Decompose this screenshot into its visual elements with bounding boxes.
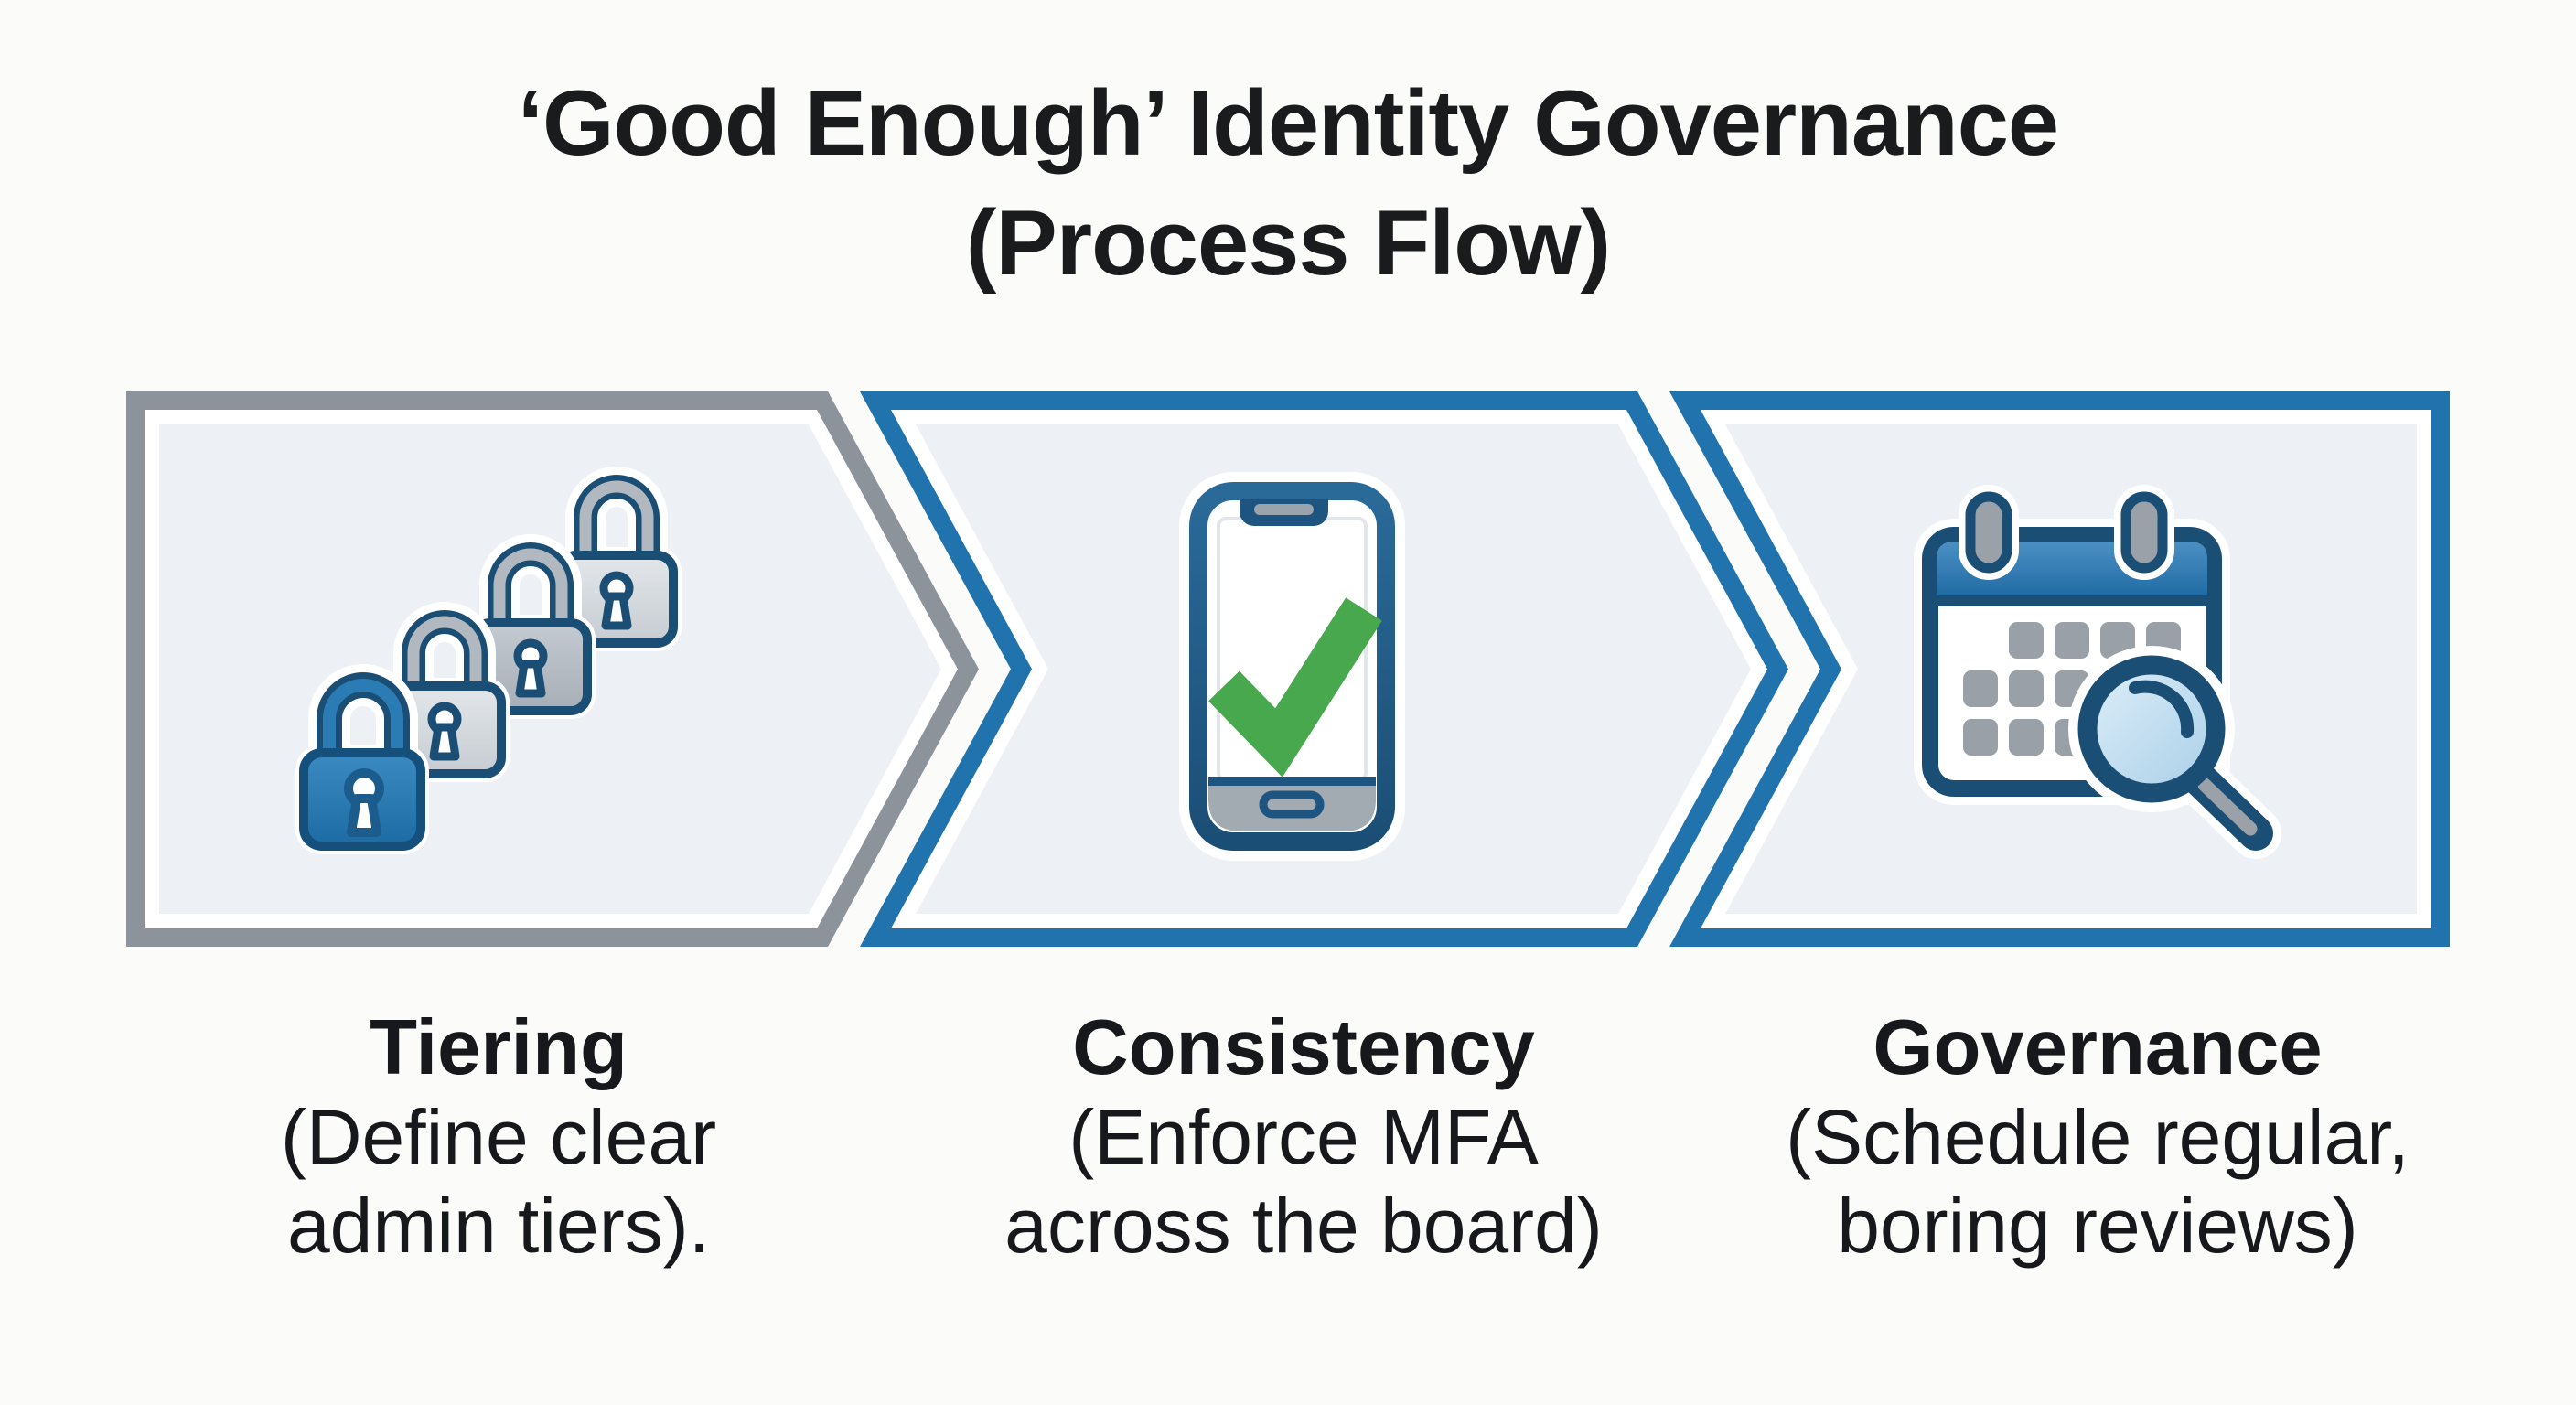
phone-mfa-check-icon [1179, 472, 1405, 861]
padlock-1-blue [295, 664, 429, 854]
page-title-line1: ‘Good Enough’ Identity Governance [517, 72, 2059, 175]
step2-desc-line2: across the board) [1004, 1183, 1603, 1269]
step2-desc-line1: (Enforce MFA [1068, 1094, 1539, 1180]
step2-name: Consistency [1072, 1004, 1535, 1091]
page-title: ‘Good Enough’ Identity Governance (Proce… [0, 64, 2576, 304]
calendar-review-icon [1914, 485, 2281, 859]
magnifier-icon [2068, 646, 2281, 859]
step1-desc-line2: admin tiers). [286, 1183, 711, 1269]
padlock-tiers-icon [295, 467, 682, 854]
phone-home-button [1259, 790, 1325, 819]
label-tiering: Tiering (Define clear admin tiers). [128, 1003, 869, 1271]
calendar-posts [1959, 485, 2174, 580]
step1-desc-line1: (Define clear [280, 1094, 717, 1180]
step3-name: Governance [1873, 1004, 2323, 1091]
label-consistency: Consistency (Enforce MFA across the boar… [933, 1003, 1674, 1271]
check-icon [1208, 597, 1382, 778]
step3-desc-line2: boring reviews) [1837, 1183, 2358, 1269]
step-labels: Tiering (Define clear admin tiers). Cons… [0, 1003, 2576, 1304]
page-title-line2: (Process Flow) [965, 192, 1611, 295]
label-governance: Governance (Schedule regular, boring rev… [1727, 1003, 2468, 1271]
step3-desc-line1: (Schedule regular, [1786, 1094, 2410, 1180]
step1-name: Tiering [370, 1004, 628, 1091]
